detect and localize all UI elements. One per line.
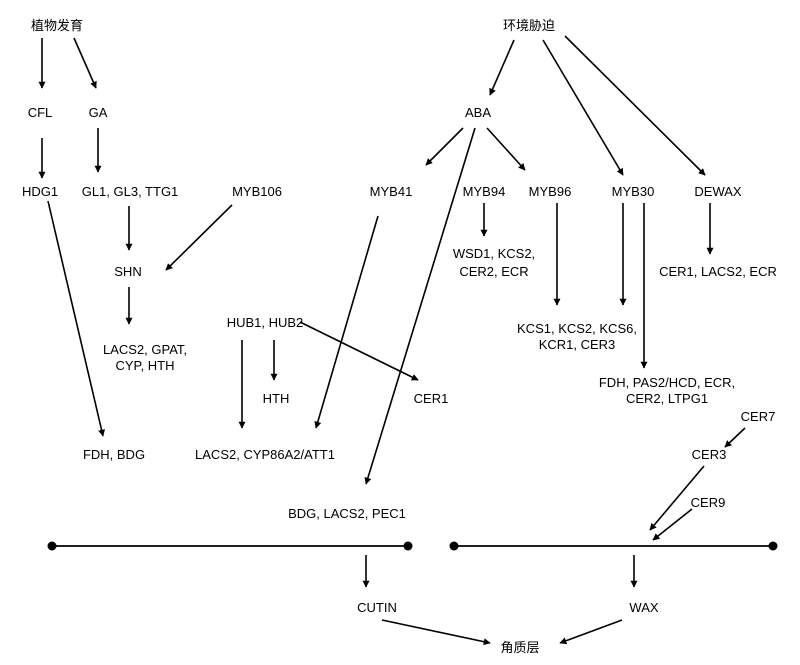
edge-wax-to-cuticle xyxy=(559,619,623,645)
node-hdg1: HDG1 xyxy=(22,184,58,199)
node-cer3: CER3 xyxy=(692,447,727,462)
node-fdh-pas2-line1: FDH, PAS2/HCD, ECR, xyxy=(599,375,735,390)
cutin-bar-left-dot xyxy=(47,541,57,551)
edge-myb41-to-lacs2-cyp xyxy=(314,215,379,429)
node-wsd1-line2: CER2, ECR xyxy=(459,264,528,279)
edge-env-to-aba xyxy=(489,39,515,96)
node-lacs2-gpat-line1: LACS2, GPAT, xyxy=(103,342,187,357)
node-kcs-line1: KCS1, KCS2, KCS6, xyxy=(517,321,637,336)
node-shn: SHN xyxy=(114,264,141,279)
node-aba: ABA xyxy=(465,105,491,120)
node-plant-development: 植物发育 xyxy=(31,18,83,34)
node-gl-group: GL1, GL3, TTG1 xyxy=(82,184,179,199)
node-wsd1-line1: WSD1, KCS2, xyxy=(453,246,535,261)
edge-env-to-dewax xyxy=(564,35,706,176)
edge-cer7-to-cer3 xyxy=(724,427,746,448)
node-cutin: CUTIN xyxy=(357,600,397,615)
node-lacs2-cyp: LACS2, CYP86A2/ATT1 xyxy=(195,447,335,462)
cutin-bar-right-dot xyxy=(403,541,413,551)
wax-bar-right-dot xyxy=(768,541,778,551)
node-cfl: CFL xyxy=(28,105,53,120)
node-hub: HUB1, HUB2 xyxy=(227,315,304,330)
wax-bar-left-dot xyxy=(449,541,459,551)
cutin-bar xyxy=(47,541,413,551)
edge-cutin-to-cuticle xyxy=(381,619,491,646)
node-env-stress: 环境胁迫 xyxy=(503,19,555,34)
node-bdg-lacs2-pec1: BDG, LACS2, PEC1 xyxy=(288,506,406,521)
node-cuticle: 角质层 xyxy=(500,641,539,656)
node-ga: GA xyxy=(89,105,108,120)
node-myb94: MYB94 xyxy=(463,184,506,199)
edge-env-to-myb30 xyxy=(542,39,624,176)
edge-aba-to-myb41 xyxy=(425,127,464,166)
edge-hdg1-to-fdh-bdg xyxy=(47,200,105,437)
node-myb41: MYB41 xyxy=(370,184,413,199)
edge-aba-to-myb96 xyxy=(486,127,526,171)
node-kcs-line2: KCR1, CER3 xyxy=(539,337,616,352)
wax-bar xyxy=(449,541,778,551)
node-myb96: MYB96 xyxy=(529,184,572,199)
node-fdh-pas2-line2: CER2, LTPG1 xyxy=(626,391,708,406)
node-cer7: CER7 xyxy=(741,409,776,424)
edge-hub-to-cer1 xyxy=(299,321,419,381)
edge-cer3-to-wax-bar xyxy=(649,465,705,531)
edge-plant-dev-to-ga xyxy=(73,37,97,89)
node-hth: HTH xyxy=(263,391,290,406)
node-myb30: MYB30 xyxy=(612,184,655,199)
edge-aba-to-bdg-lacs2 xyxy=(364,127,476,485)
node-cer1: CER1 xyxy=(414,391,449,406)
node-cer1-lacs2-ecr: CER1, LACS2, ECR xyxy=(659,264,777,279)
node-lacs2-gpat-line2: CYP, HTH xyxy=(116,358,175,373)
edge-myb106-to-shn xyxy=(165,204,233,271)
node-cer9: CER9 xyxy=(691,495,726,510)
node-fdh-bdg: FDH, BDG xyxy=(83,447,145,462)
node-wax: WAX xyxy=(629,600,658,615)
node-myb106: MYB106 xyxy=(232,184,282,199)
node-dewax: DEWAX xyxy=(694,184,742,199)
edge-cer9-to-wax-bar xyxy=(652,508,693,541)
node-labels: 植物发育 环境胁迫 CFL GA ABA HDG1 GL1, GL3, TTG1… xyxy=(22,18,777,656)
edges xyxy=(38,35,746,646)
